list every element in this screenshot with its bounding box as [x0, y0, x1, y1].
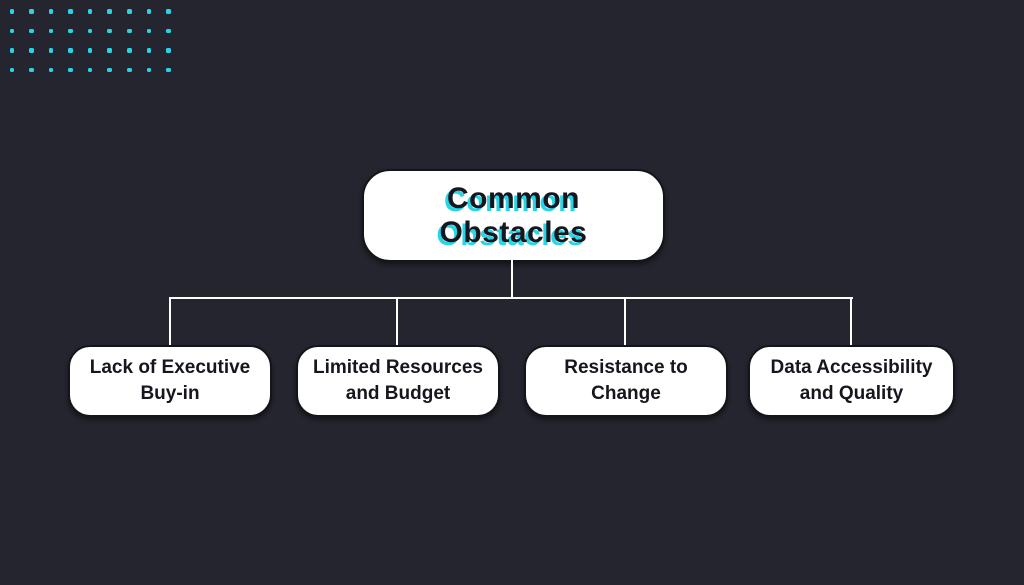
dot — [146, 28, 152, 34]
connector-drop-2 — [396, 298, 398, 346]
dot — [68, 28, 73, 34]
dot — [68, 67, 73, 73]
dot — [107, 9, 113, 14]
dot — [29, 48, 34, 53]
dot — [127, 28, 132, 34]
dot — [9, 9, 15, 14]
dot — [29, 9, 34, 14]
dot — [127, 67, 132, 73]
dot — [48, 9, 54, 14]
dot — [107, 28, 113, 34]
dot — [9, 67, 15, 73]
dot — [166, 67, 171, 73]
child-node-label: Lack of Executive Buy-in — [89, 357, 251, 404]
dot — [146, 48, 152, 53]
dot — [29, 67, 34, 73]
connector-bar — [169, 297, 853, 299]
dot-grid-decoration — [2, 2, 178, 80]
dot — [146, 67, 152, 73]
child-node-label: Resistance to Change — [564, 357, 688, 404]
dot — [107, 48, 113, 53]
dot — [87, 48, 93, 53]
child-node-limited-resources-and-budget: Limited Resources and Budget — [296, 345, 500, 417]
dot — [48, 67, 54, 73]
dot — [9, 48, 15, 53]
dot — [68, 9, 73, 14]
dot — [146, 9, 152, 14]
dot — [48, 48, 54, 53]
dot — [9, 28, 15, 34]
root-node-label: Common Obstacles — [439, 181, 588, 249]
child-node-label: Limited Resources and Budget — [313, 357, 483, 404]
dot — [166, 48, 171, 53]
root-node: Common Obstacles — [362, 169, 665, 262]
child-node-resistance-to-change: Resistance to Change — [524, 345, 728, 417]
connector-drop-3 — [624, 298, 626, 346]
dot — [127, 9, 132, 14]
dot — [127, 48, 132, 53]
child-node-data-accessibility-and-quality: Data Accessibility and Quality — [748, 345, 955, 417]
dot — [107, 67, 113, 73]
dot — [166, 28, 171, 34]
connector-drop-4 — [850, 298, 852, 346]
dot — [68, 48, 73, 53]
child-node-lack-of-executive-buy-in: Lack of Executive Buy-in — [68, 345, 272, 417]
connector-drop-1 — [169, 298, 171, 346]
dot — [48, 28, 54, 34]
child-node-label: Data Accessibility and Quality — [770, 357, 933, 404]
dot — [29, 28, 34, 34]
dot — [166, 9, 171, 14]
dot — [87, 67, 93, 73]
dot — [87, 28, 93, 34]
dot — [87, 9, 93, 14]
connector-stem — [511, 260, 513, 298]
